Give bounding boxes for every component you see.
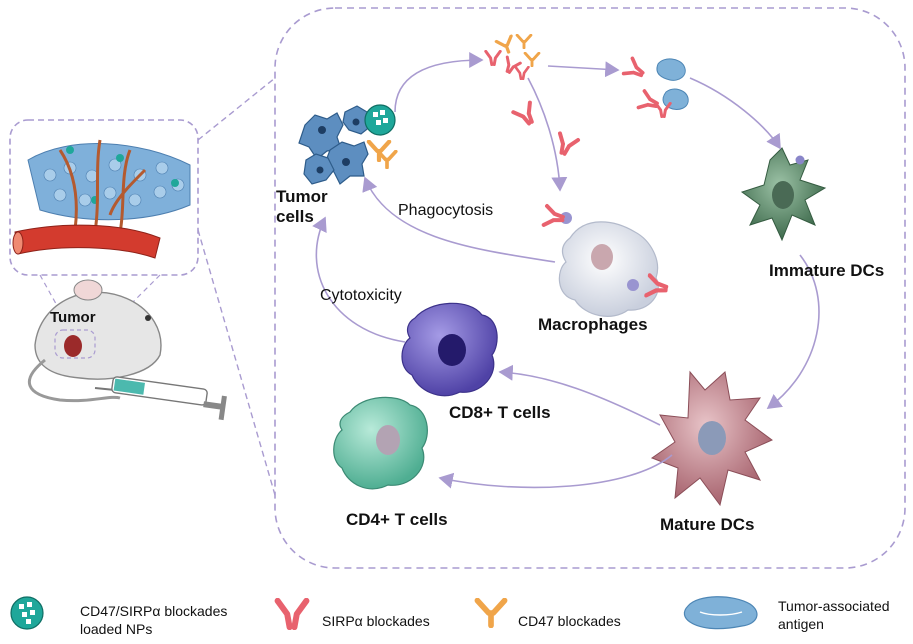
cd4-t-cell [333, 396, 428, 490]
arrow-phagocytosis [362, 176, 556, 263]
mature-dcs-label: Mature DCs [660, 515, 755, 534]
mouse-illustration [27, 279, 162, 403]
arrow-mdc-to-cd4 [438, 454, 673, 489]
immature-dcs-label: Immature DCs [769, 261, 885, 280]
tumor-antigen-icon [683, 596, 758, 630]
tumor-cells-cluster [298, 105, 372, 185]
cytotoxicity-label: Cytotoxicity [320, 287, 402, 304]
legend-cd47-text: CD47 blockades [518, 613, 621, 629]
macrophages-label: Macrophages [538, 315, 648, 334]
arrow-np-release [394, 52, 484, 113]
cd4-t-cells-label: CD4+ T cells [346, 510, 448, 529]
arrow-antigen-to-idc [689, 77, 781, 150]
mouse-tumor-label: Tumor [50, 309, 96, 326]
tumor-tissue-illustration [12, 139, 191, 259]
macrophage-cell [544, 206, 668, 317]
main-dashed-frame [274, 7, 906, 569]
inset-dashed-frame [9, 119, 199, 276]
phagocytosis-label: Phagocytosis [398, 202, 494, 219]
arrow-idc-to-mdc [766, 254, 820, 409]
legend-np-text: CD47/SIRPα blockades loaded NPs [80, 603, 228, 637]
mature-dc-cell [650, 370, 773, 507]
arrow-mdc-to-cd8 [498, 364, 661, 426]
sirpa-antibody-icon [278, 601, 307, 627]
antigen-blob [656, 58, 686, 81]
cd8-t-cells-label: CD8+ T cells [449, 403, 551, 422]
syringe-illustration [94, 376, 227, 421]
arrow-antibodies-to-macrophage [527, 77, 568, 192]
cd47-antibody-icon [477, 601, 504, 626]
cd8-t-cell [401, 302, 498, 397]
legend-sirpa-text: SIRPα blockades [322, 613, 430, 629]
loaded-np-icon [10, 596, 44, 630]
tumor-cells-label: Tumor cells [276, 187, 328, 226]
immature-dc-cell [740, 147, 827, 242]
arrow-cytotoxicity [312, 216, 406, 343]
arrow-to-antigen [547, 61, 620, 78]
legend-antigen-text: Tumor-associated antigen [778, 598, 890, 632]
